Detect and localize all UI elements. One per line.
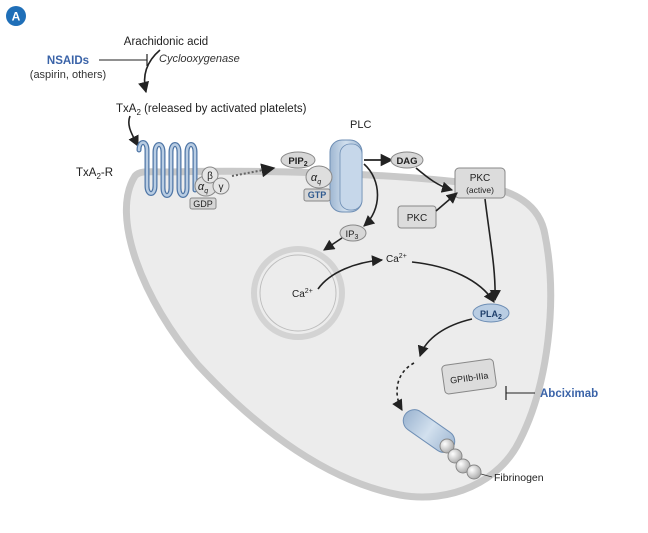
- txa2-label: TxA2 (released by activated platelets): [116, 103, 307, 117]
- txa2-receptor-highlight: [137, 141, 197, 197]
- pla2-downstream-arrow: [417, 318, 473, 358]
- pkc-to-pla2-arrow: [484, 198, 501, 302]
- calcium-release-arrow: [317, 255, 384, 290]
- g-alpha-gtp: αq GTP: [303, 165, 333, 202]
- pkc-active-sublabel: (active): [466, 185, 494, 195]
- store-calcium-label: Ca2+: [292, 288, 313, 300]
- dag-to-pkc-arrow: [415, 167, 454, 193]
- fibrinogen-leader-line: [480, 473, 493, 478]
- nsaids-examples-label: (aspirin, others): [30, 69, 106, 81]
- ip3-to-store-arrow: [323, 237, 343, 251]
- gdp-label: GDP: [193, 199, 213, 209]
- nsaids-inhibition: [99, 54, 148, 66]
- plc-enzyme: [329, 139, 363, 213]
- dag-node: DAG: [390, 151, 424, 169]
- alpha-subunit-label: αq: [198, 181, 208, 195]
- platelet-cell: [123, 167, 555, 501]
- pkc-activation-arrow: [435, 192, 458, 212]
- pip2-node: PIP2: [280, 151, 316, 169]
- txa2-receptor-label: TxA2-R: [76, 167, 113, 181]
- beta-subunit-label: β: [207, 171, 213, 182]
- g-protein-activation-arrow: [231, 163, 276, 178]
- pkc-active-label: PKC: [470, 173, 491, 184]
- cytosolic-calcium-label: Ca2+: [386, 253, 407, 265]
- pla2-label: PLA2: [480, 309, 502, 321]
- abciximab-inhibition: [505, 386, 535, 400]
- panel-label: A: [12, 10, 21, 24]
- panel-badge: A: [6, 6, 26, 26]
- abciximab-label: Abciximab: [540, 388, 598, 400]
- integrin-activation-arrow: [392, 362, 415, 411]
- gtp-label: GTP: [308, 190, 327, 200]
- cyclooxygenase-label: Cyclooxygenase: [159, 53, 240, 65]
- dag-label: DAG: [396, 156, 417, 167]
- pip2-to-ip3-arrow: [363, 163, 379, 227]
- pkc-label: PKC: [407, 213, 428, 224]
- g-protein-inactive: β γ αq GDP: [189, 166, 230, 210]
- pla2-node: PLA2: [472, 303, 510, 323]
- fibrinogen-molecule: [439, 438, 482, 480]
- ip3-node: IP3: [339, 224, 367, 242]
- fibrinogen-label: Fibrinogen: [494, 472, 544, 484]
- active-alpha-label: αq: [311, 172, 321, 186]
- gamma-subunit-label: γ: [219, 182, 224, 193]
- calcium-store: [251, 246, 345, 340]
- plc-label: PLC: [350, 119, 371, 131]
- nsaids-label: NSAIDs: [47, 55, 89, 67]
- gp2b3a-node: GPIIb-IIIa: [441, 358, 497, 395]
- calcium-to-pla2-arrow: [411, 261, 495, 303]
- arachidonic-acid-label: Arachidonic acid: [124, 36, 208, 48]
- pip2-label: PIP2: [288, 156, 307, 168]
- pkc-active-node: PKC (active): [454, 167, 506, 199]
- ip3-label: IP3: [346, 229, 359, 241]
- txa2-to-receptor-arrow: [128, 115, 139, 148]
- pkc-inactive-node: PKC: [397, 205, 437, 229]
- arachidonic-to-txa2-arrow: [138, 49, 161, 94]
